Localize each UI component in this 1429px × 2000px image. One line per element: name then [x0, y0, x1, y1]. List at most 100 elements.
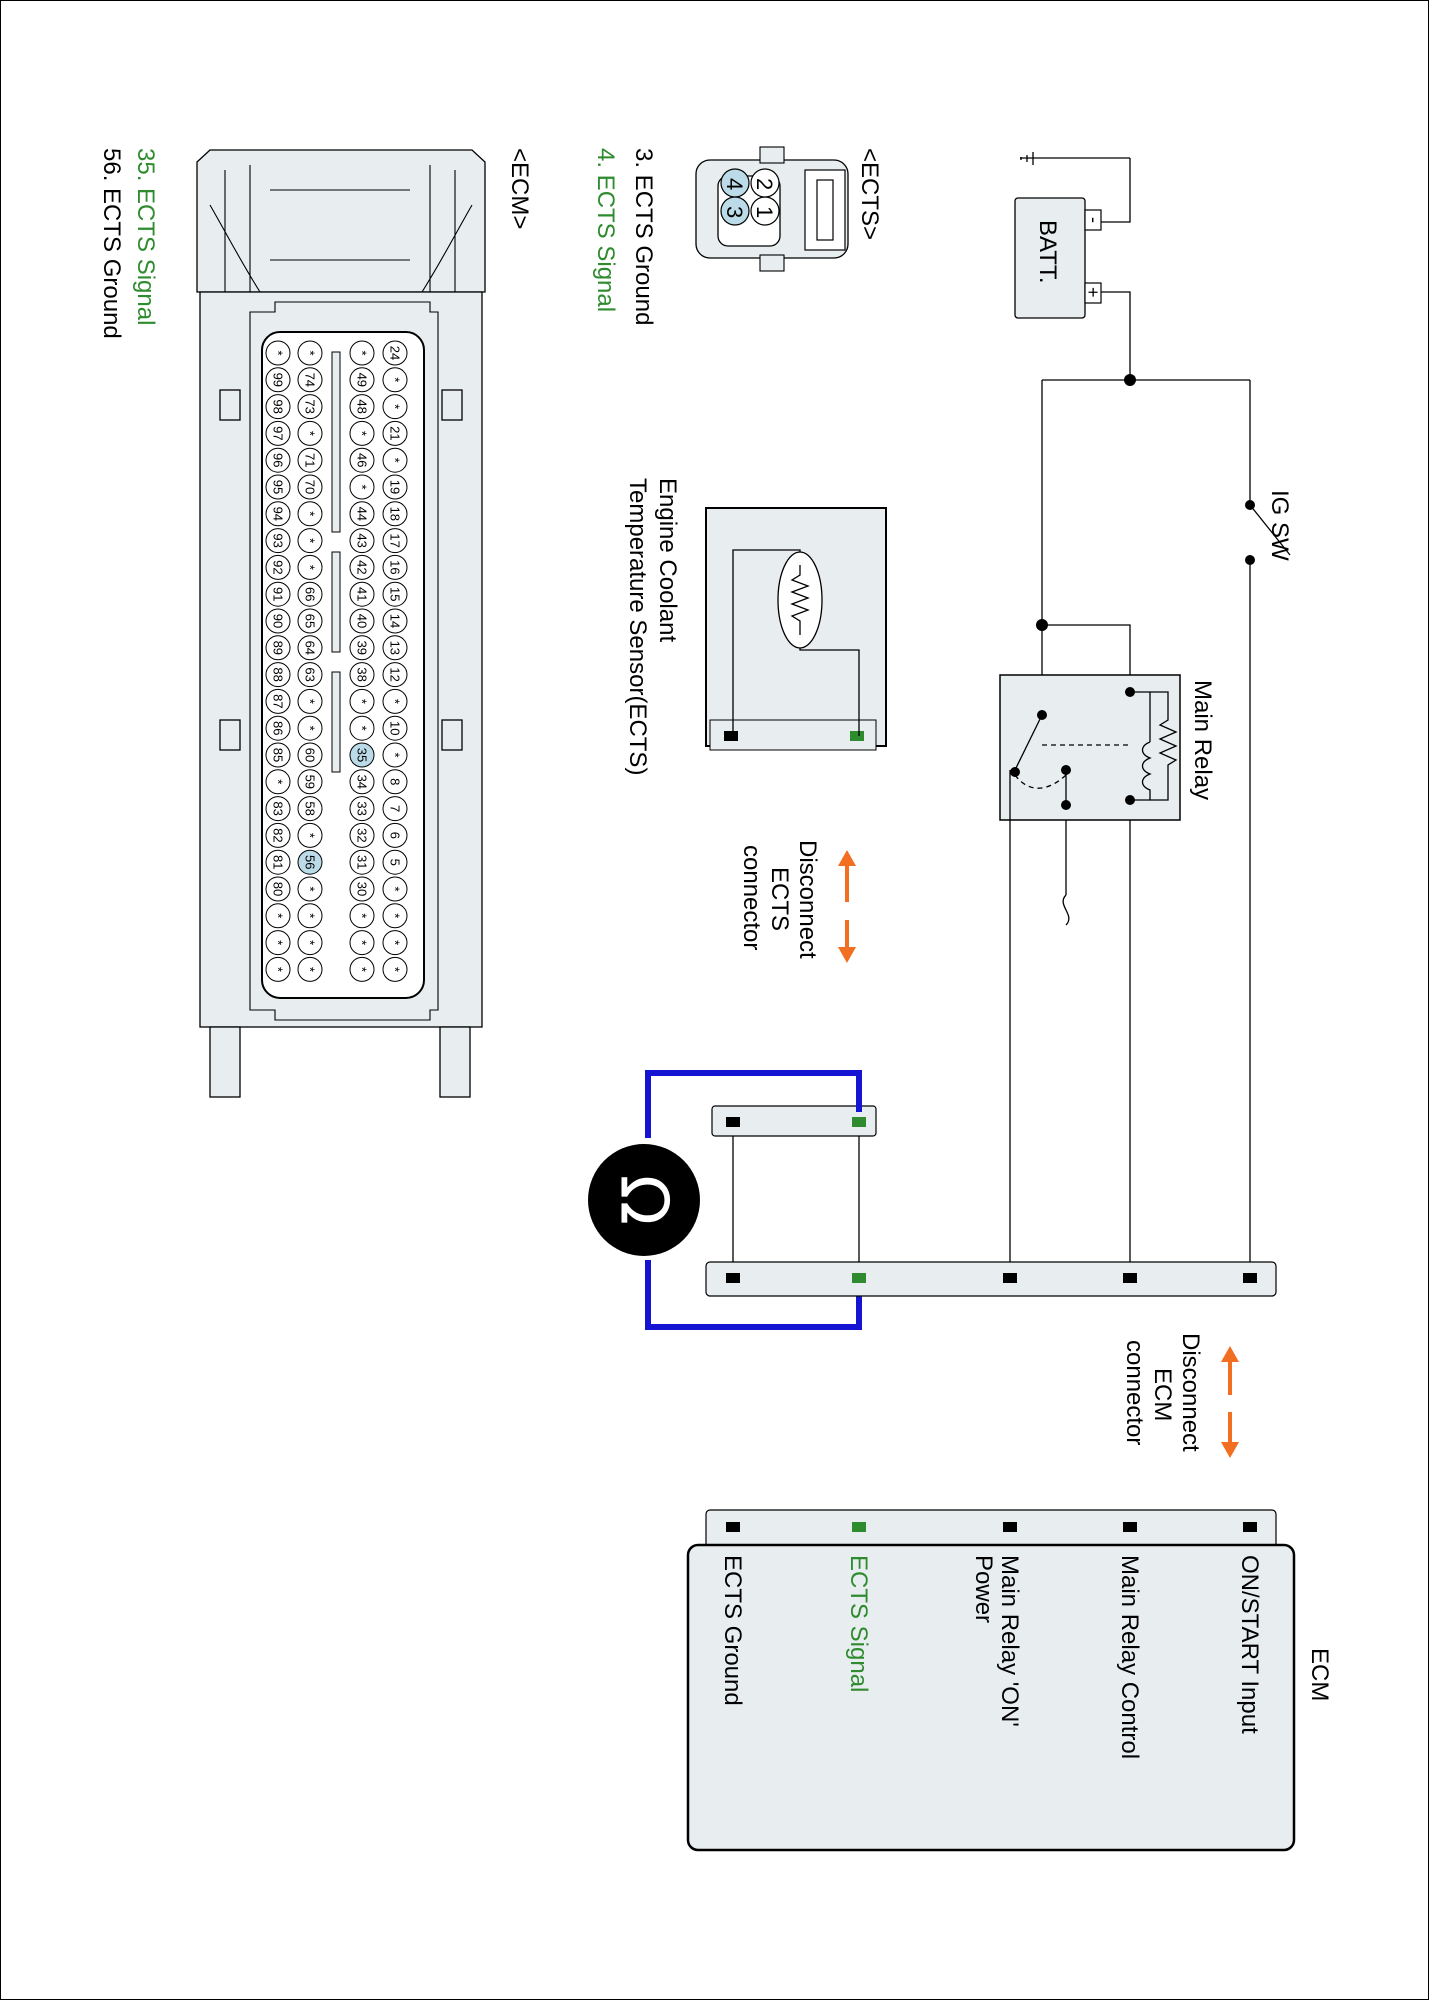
ecm-pin-label: * — [388, 699, 403, 704]
meter-leads — [645, 1070, 862, 1330]
ecm-pin-label: 91 — [271, 587, 286, 601]
ecm-pin-label: 96 — [271, 453, 286, 467]
ecm-pin-label: * — [355, 967, 370, 972]
ecm-pin-circle — [349, 447, 375, 473]
ecm-pin-label: 60 — [303, 748, 318, 762]
ecm-pin-circle — [265, 715, 291, 741]
ecm-pin-label: 73 — [303, 399, 318, 413]
ecm-legend-ground: 56. ECTS Ground — [98, 148, 125, 339]
ecm-pin-circle — [349, 420, 375, 446]
ecm-pin-circle — [382, 367, 408, 393]
disconnect-ecm-line3: connector — [1121, 1340, 1148, 1445]
ecm-pin-circle — [297, 876, 323, 902]
ecm-pin-label: 43 — [355, 533, 370, 547]
ecm-pin-label: * — [388, 886, 403, 891]
ecm-pin-circle — [265, 474, 291, 500]
ecm-pin-label: * — [388, 404, 403, 409]
ecm-pin-circle — [265, 367, 291, 393]
ecm-pin-circle — [382, 769, 408, 795]
ecm-pin-circle — [265, 849, 291, 875]
ecm-pin-circle — [382, 688, 408, 714]
ecm-pin-circle — [349, 608, 375, 634]
disconnect-ects-line2: ECTS — [766, 867, 793, 931]
ecm-label-power: Power — [970, 1555, 997, 1623]
ecm-pin-label: 40 — [355, 614, 370, 628]
ecm-pin-circle — [265, 930, 291, 956]
ecm-pin-circle — [349, 474, 375, 500]
ecm-pin-circle — [297, 367, 323, 393]
ecm-pin-label: 7 — [388, 805, 403, 812]
ecm-pin-label: 8 — [388, 778, 403, 785]
ecm-pin-label: 5 — [388, 859, 403, 866]
ecm-pin-label: 13 — [388, 641, 403, 655]
ecm-pin-label: * — [271, 779, 286, 784]
ecm-pin-label: * — [355, 350, 370, 355]
ecm-connector-title: <ECM> — [506, 148, 533, 229]
ecm-pin-circle — [297, 688, 323, 714]
ecm-pin-label: 30 — [355, 882, 370, 896]
ecm-pin-circle — [297, 662, 323, 688]
ecm-pin-label: * — [388, 940, 403, 945]
ecm-pin-label: * — [388, 752, 403, 757]
ecm-pin-circle — [349, 849, 375, 875]
ects-legend-ground: 3. ECTS Ground — [630, 148, 657, 325]
ecm-pin-label: * — [271, 913, 286, 918]
ecm-pin-label: 87 — [271, 694, 286, 708]
ecm-pin-circle — [297, 447, 323, 473]
circuit-wires — [732, 152, 1251, 1278]
ecm-pin-circle — [297, 742, 323, 768]
ecm-pin-circle — [297, 420, 323, 446]
ecm-pin-label: * — [303, 538, 318, 543]
ecm-pin-label: * — [271, 967, 286, 972]
ecm-pin-circle — [297, 581, 323, 607]
ecm-pin-label: 58 — [303, 801, 318, 815]
ecm-pin-label: 65 — [303, 614, 318, 628]
ecm-pin-circle — [297, 608, 323, 634]
ecm-pin-label: * — [303, 886, 318, 891]
ecm-pin-label: 17 — [388, 533, 403, 547]
ects-connector-title: <ECTS> — [856, 148, 883, 240]
ecm-pin-label: * — [388, 458, 403, 463]
ecm-pin-label: 6 — [388, 832, 403, 839]
ecm-pin-label: * — [388, 913, 403, 918]
ecm-pin-circle — [297, 930, 323, 956]
battery-minus: - — [1084, 217, 1104, 223]
ecm-pin-label: * — [303, 431, 318, 436]
ecm-pin-label: 90 — [271, 614, 286, 628]
ecm-pin-circle — [265, 662, 291, 688]
ecm-pin-label: 41 — [355, 587, 370, 601]
ecm-pin-label: 32 — [355, 828, 370, 842]
ecm-pin-circle — [297, 340, 323, 366]
ecm-label-on-start: ON/START Input — [1236, 1555, 1263, 1734]
ecm-pin-label: 81 — [271, 855, 286, 869]
ecm-pin-label: 16 — [388, 560, 403, 574]
ecm-pin-circle — [297, 554, 323, 580]
ecm-label-ects-ground: ECTS Ground — [719, 1555, 746, 1706]
ecm-pin-circle — [297, 474, 323, 500]
ecm-pin-label: 83 — [271, 801, 286, 815]
ecm-pin-label: 35 — [355, 748, 370, 762]
ecm-pin-circle — [349, 903, 375, 929]
disconnect-ects-line1: Disconnect — [794, 840, 821, 959]
ecm-pin-label: 88 — [271, 667, 286, 681]
ecm-pin-circle — [265, 608, 291, 634]
ecm-pin-label: 34 — [355, 775, 370, 789]
disconnect-ecm-line1: Disconnect — [1177, 1333, 1204, 1452]
ecm-pin-label: 31 — [355, 855, 370, 869]
ecm-pin-circle — [382, 876, 408, 902]
ecm-pin-label: * — [303, 967, 318, 972]
ecm-pin-label: 99 — [271, 373, 286, 387]
ecm-pin-label: 56 — [303, 855, 318, 869]
ecm-pin-circle — [297, 822, 323, 848]
ecm-pin-label: 18 — [388, 507, 403, 521]
ecm-label-relay-on: Main Relay 'ON' — [996, 1555, 1023, 1727]
ecm-pin-circle — [349, 715, 375, 741]
sensor-name-line1: Engine Coolant — [654, 478, 681, 642]
ecm-pin-circle — [349, 742, 375, 768]
ecm-pin-circle — [382, 528, 408, 554]
ecm-pin-circle — [382, 340, 408, 366]
ecm-pin-circle — [265, 528, 291, 554]
ecm-pin-label: 80 — [271, 882, 286, 896]
ecm-pin-label: * — [303, 565, 318, 570]
